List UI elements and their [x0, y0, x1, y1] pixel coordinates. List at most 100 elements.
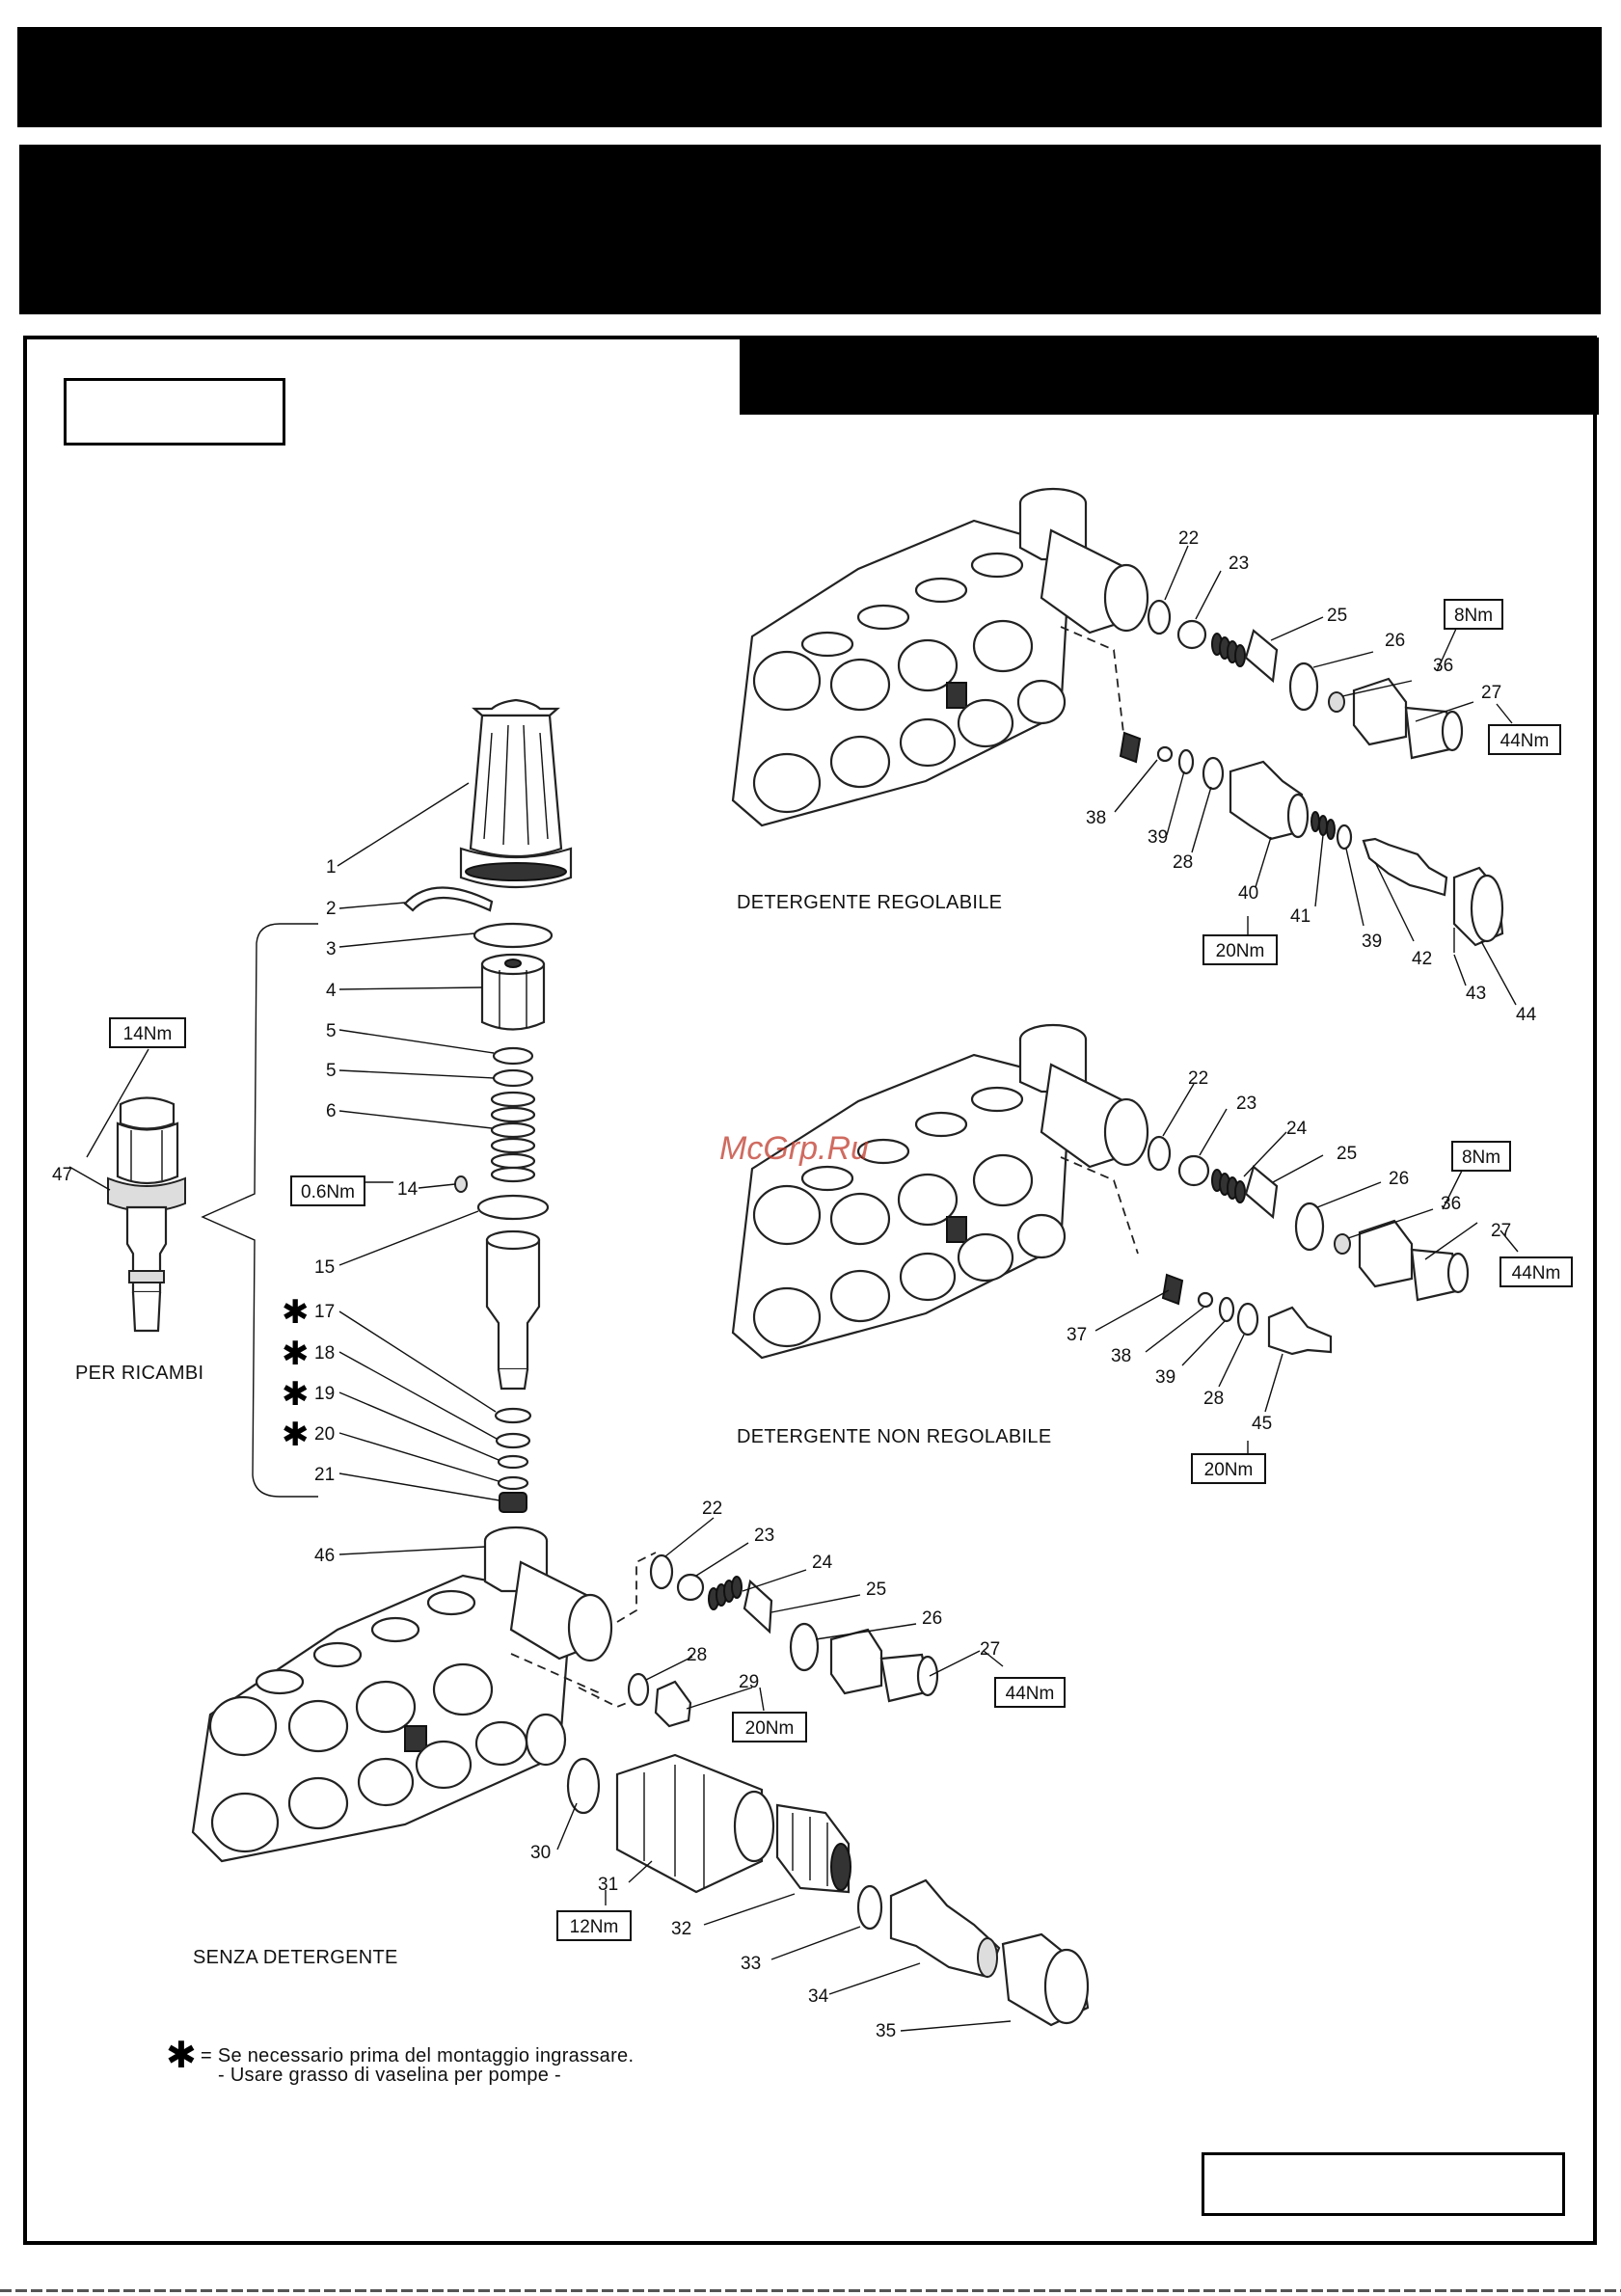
- torque-t27b: 44Nm: [1006, 1684, 1055, 1704]
- grease-stars: ✱ ✱ ✱ ✱ ✱: [166, 1294, 310, 2076]
- label-b22: 22: [702, 1499, 722, 1519]
- o-ring-3: [473, 922, 554, 949]
- pump-head-senza: [191, 1526, 613, 1863]
- label-n24: 24: [1286, 1119, 1308, 1139]
- nozzle-n45: [1267, 1306, 1333, 1356]
- label-r41: 41: [1290, 906, 1310, 927]
- label-r40: 40: [1238, 883, 1258, 904]
- retaining-clip: [403, 886, 494, 912]
- caption-ricambi: PER RICAMBI: [75, 1363, 203, 1384]
- cap-nut-b35: [1001, 1932, 1090, 2027]
- label-p17: 17: [314, 1302, 335, 1322]
- watermark: McGrp.Ru: [719, 1130, 869, 1167]
- label-p5a: 5: [326, 1021, 337, 1041]
- pressure-knob: [459, 698, 573, 889]
- label-b28: 28: [687, 1645, 707, 1665]
- o-ring-b30: [566, 1757, 601, 1815]
- label-r27: 27: [1481, 683, 1501, 703]
- torque-n44: 44Nm: [1512, 1263, 1561, 1283]
- ring-20: [497, 1475, 529, 1491]
- o-ring-n28: [1236, 1302, 1259, 1337]
- ball-r23: [1176, 619, 1207, 650]
- spring-n24: [1211, 1169, 1246, 1203]
- label-p3: 3: [326, 939, 337, 959]
- small-ball-14: [454, 1175, 468, 1193]
- part-number-labels: 1 2 3 4 5 5 6 14 15 17 18 19 20 21 46 47…: [52, 528, 1537, 2041]
- torque-t31: 12Nm: [570, 1917, 619, 1937]
- spring-b24: [708, 1576, 743, 1610]
- label-p4: 4: [326, 981, 337, 1001]
- ring-18: [495, 1432, 531, 1449]
- header-bar-top: [17, 27, 1602, 127]
- ring-19: [497, 1454, 529, 1470]
- caption-senza: SENZA DETERGENTE: [193, 1947, 398, 1968]
- caption-regolabile: DETERGENTE REGOLABILE: [737, 892, 1002, 913]
- star-icon: ✱: [282, 1336, 310, 1372]
- label-n25: 25: [1337, 1144, 1357, 1164]
- pump-head-regolabile: [731, 487, 1149, 827]
- label-n23: 23: [1236, 1094, 1256, 1114]
- label-n45: 45: [1252, 1414, 1272, 1434]
- torque-n20: 20Nm: [1204, 1460, 1254, 1480]
- torque-r44: 44Nm: [1500, 731, 1550, 751]
- label-b31: 31: [598, 1875, 618, 1895]
- label-r39b: 39: [1362, 932, 1382, 952]
- plug-b29: [654, 1680, 692, 1728]
- fitting-r27: [1352, 677, 1464, 760]
- hex-nut: [480, 953, 546, 1031]
- label-p5b: 5: [326, 1061, 337, 1081]
- label-p20: 20: [314, 1424, 335, 1445]
- knob-r44: [1452, 866, 1504, 947]
- label-b30: 30: [530, 1843, 551, 1863]
- label-r44: 44: [1516, 1005, 1537, 1025]
- o-ring-r26: [1288, 662, 1319, 712]
- leader-lines: [68, 545, 1519, 2032]
- label-r26: 26: [1385, 631, 1405, 651]
- o-ring-n22: [1147, 1135, 1172, 1172]
- label-n27: 27: [1491, 1221, 1511, 1241]
- spring-n37: [1161, 1273, 1184, 1306]
- fitting-n27: [1358, 1219, 1470, 1302]
- spare-parts-bracket: [201, 923, 318, 1498]
- seal-n36: [1334, 1233, 1351, 1255]
- figure-code-box: [64, 378, 285, 446]
- torque-r20: 20Nm: [1216, 941, 1265, 961]
- note-line-2: - Usare grasso di vaselina per pompe -: [218, 2065, 561, 2086]
- gasket-15: [476, 1194, 550, 1221]
- washer-5a: [492, 1046, 534, 1066]
- filter-housing-b31: [615, 1753, 775, 1894]
- label-n22: 22: [1188, 1068, 1208, 1089]
- label-b25: 25: [866, 1580, 886, 1600]
- valve-cage-r25: [1244, 629, 1279, 684]
- label-b29: 29: [739, 1672, 759, 1692]
- label-r39: 39: [1148, 827, 1168, 848]
- label-b24: 24: [812, 1553, 833, 1573]
- label-b27: 27: [980, 1639, 1000, 1660]
- torque-t47: 14Nm: [123, 1024, 173, 1044]
- pump-head-non-regolabile: [731, 1023, 1149, 1360]
- spare-valve-assembly: [107, 1096, 186, 1333]
- torque-boxes: 14Nm 0.6Nm 20Nm 44Nm 12Nm 8Nm 44Nm 20Nm …: [109, 599, 1573, 1941]
- star-icon: ✱: [282, 1417, 310, 1453]
- label-p14: 14: [397, 1179, 419, 1200]
- washer-5b: [492, 1068, 534, 1088]
- o-ring-r28: [1202, 756, 1225, 791]
- torque-t29: 20Nm: [745, 1718, 795, 1739]
- valve-cage-b25: [743, 1579, 773, 1634]
- torque-t14: 0.6Nm: [301, 1182, 355, 1202]
- star-icon: ✱: [282, 1376, 310, 1413]
- label-b26: 26: [922, 1608, 942, 1629]
- label-p47: 47: [52, 1165, 72, 1185]
- label-p1: 1: [326, 857, 337, 878]
- label-b34: 34: [808, 1986, 829, 2007]
- header-bar-title: [19, 145, 1601, 314]
- torque-r8: 8Nm: [1454, 606, 1493, 626]
- spring-r24: [1211, 633, 1246, 667]
- o-ring-r39: [1177, 748, 1195, 775]
- unloader-valve-stack: [403, 698, 573, 1513]
- valve-cage-n25: [1244, 1165, 1279, 1220]
- o-ring-b22: [649, 1553, 674, 1590]
- ball-n23: [1177, 1154, 1210, 1187]
- needle-r42: [1362, 837, 1448, 897]
